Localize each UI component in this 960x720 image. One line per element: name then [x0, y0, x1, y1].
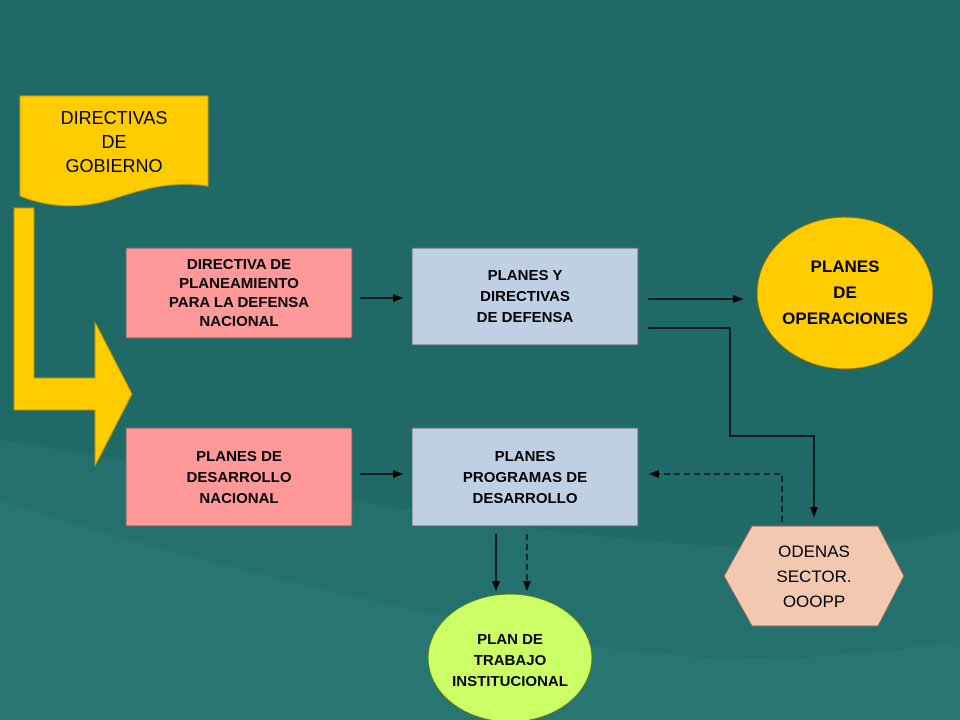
planes-operaciones-label: PLANES DE OPERACIONES	[782, 257, 908, 328]
directiva-planeamiento-box	[125, 247, 353, 339]
dashed-arrow-ordenes-to-programas	[649, 470, 783, 522]
ordenes-sector-label: ODENAS SECTOR. OOOPP	[776, 541, 852, 611]
background-swoosh-2	[0, 500, 960, 720]
planes-directivas-defensa-box	[411, 247, 639, 346]
directiva-planeamiento-label: DIRECTIVA DE PLANEAMIENTO PARA LA DEFENS…	[168, 256, 310, 330]
planes-operaciones-ellipse	[756, 216, 934, 370]
planes-desarrollo-nacional-box	[125, 427, 353, 527]
plan-trabajo-ellipse	[427, 593, 593, 720]
directivas-gobierno-shape	[19, 95, 209, 207]
planes-desarrollo-nacional-label: PLANES DE DESARROLLO NACIONAL	[186, 447, 292, 507]
plan-trabajo-label: PLAN DE TRABAJO INSTITUCIONAL	[452, 630, 568, 690]
big-l-arrow	[13, 207, 133, 467]
planes-programas-desarrollo-label: PLANES PROGRAMAS DE DESARROLLO	[462, 447, 588, 507]
arrow-planes-to-ordenes	[648, 327, 818, 517]
ordenes-sector-hexagon	[723, 525, 905, 627]
directivas-gobierno-label: DIRECTIVAS DE GOBIERNO	[60, 108, 168, 176]
planes-programas-desarrollo-box	[411, 427, 639, 527]
planes-directivas-defensa-label: PLANES Y DIRECTIVAS DE DEFENSA	[476, 267, 574, 326]
